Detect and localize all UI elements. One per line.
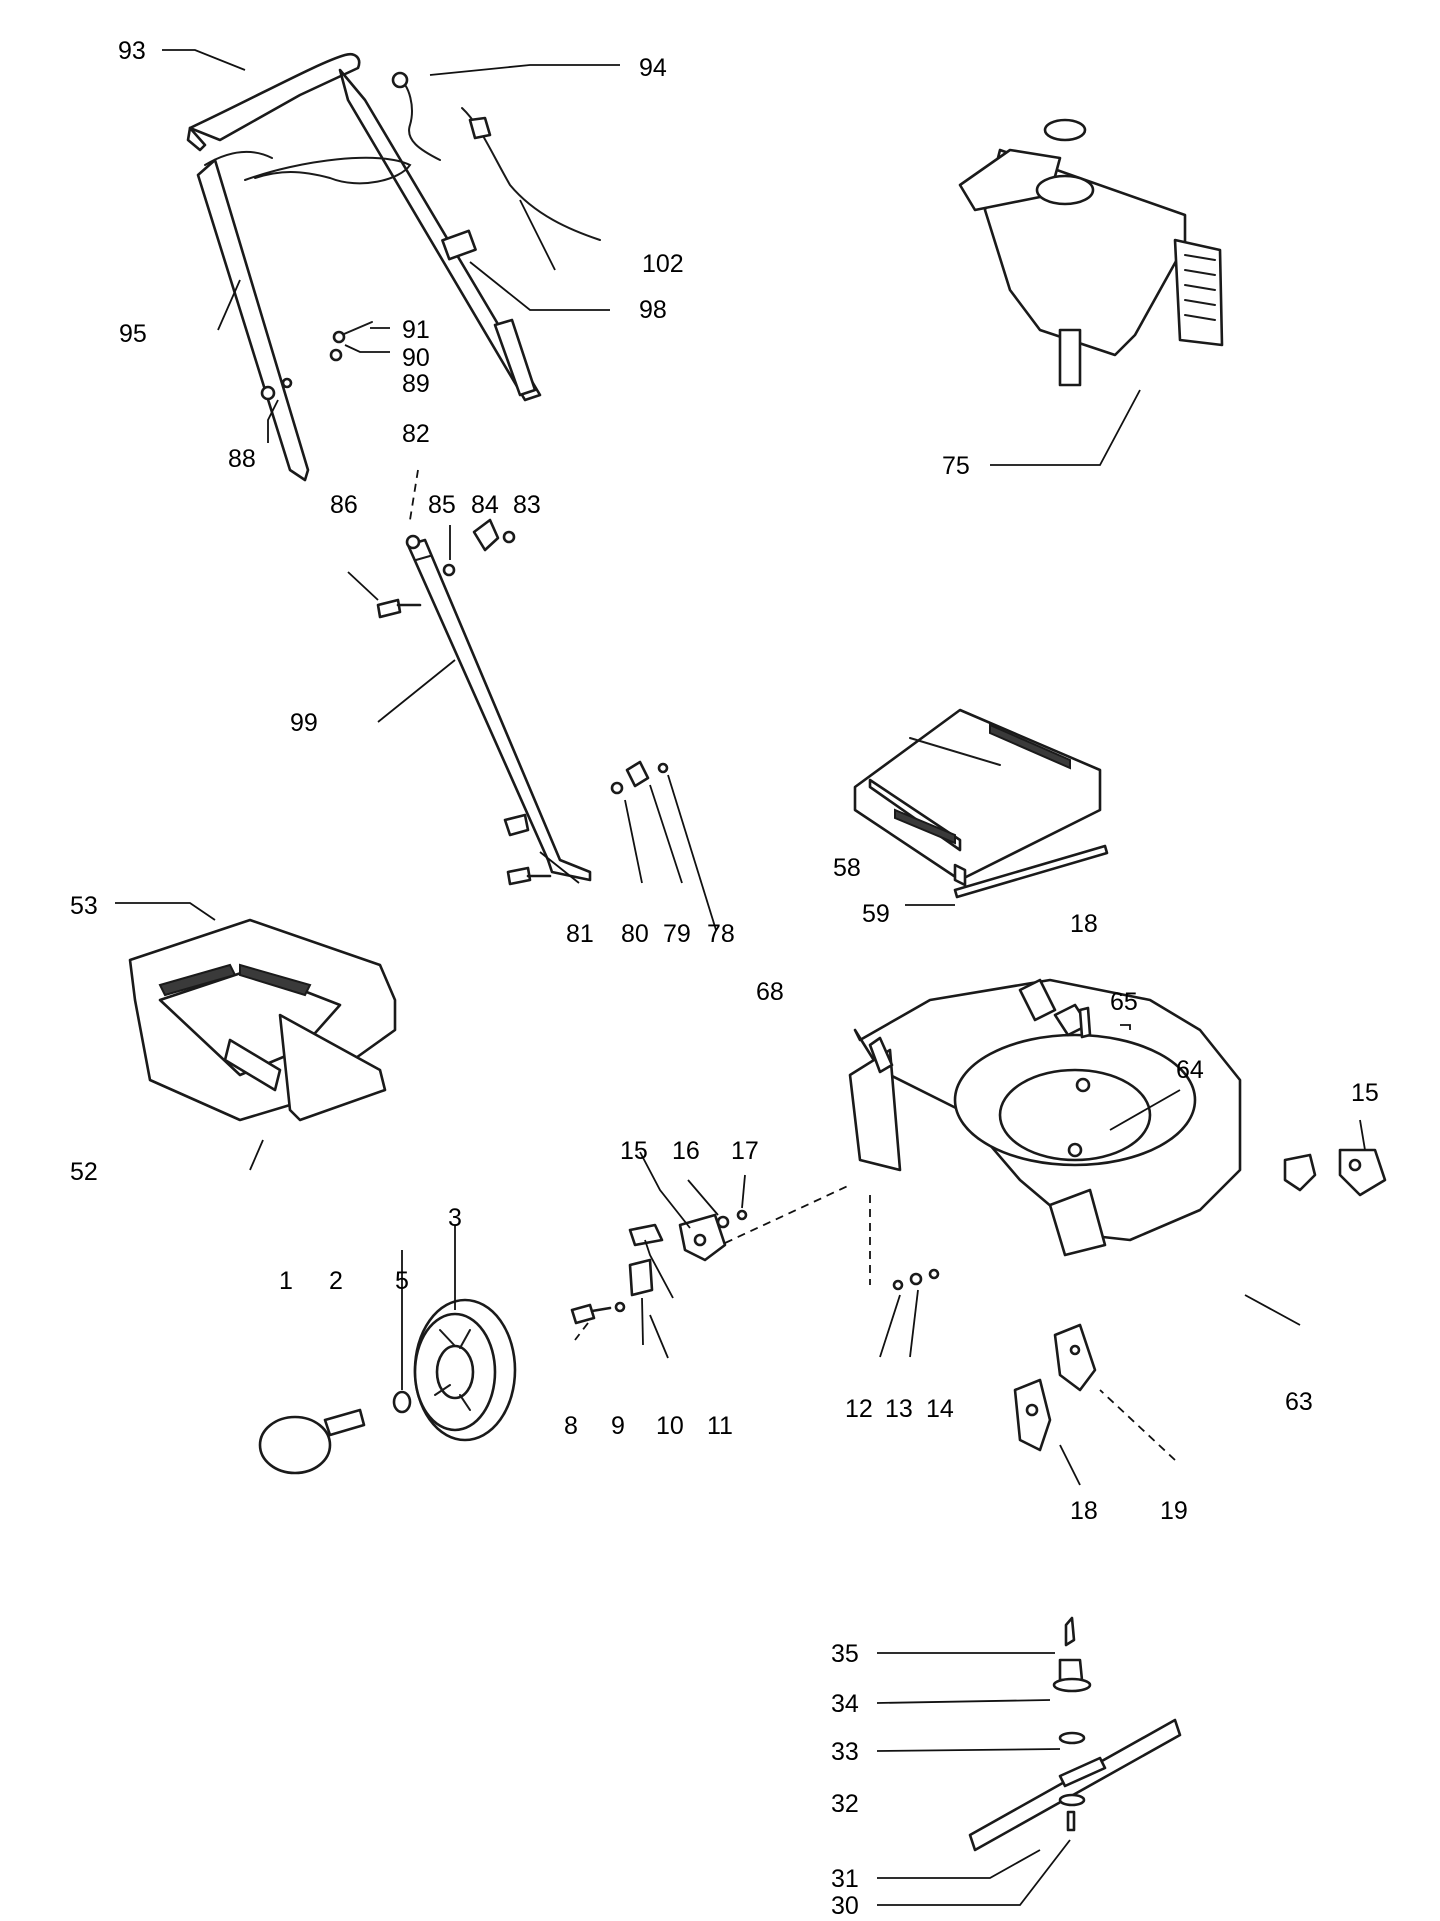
callout-31: 31 <box>831 1865 859 1893</box>
callout-95: 95 <box>119 320 147 348</box>
deck-brackets-15 <box>1283 1148 1387 1197</box>
callout-79: 79 <box>663 920 691 948</box>
wheel-assembly <box>258 1298 517 1475</box>
callout-65: 65 <box>1110 988 1138 1016</box>
handle-fasteners-82-86 <box>376 518 669 886</box>
callout-85: 85 <box>428 491 456 519</box>
grass-bag-rod <box>953 844 1109 899</box>
side-fasteners-16-17 <box>716 1209 748 1229</box>
callout-15-side: 15 <box>620 1137 648 1165</box>
callout-84: 84 <box>471 491 499 519</box>
callout-59: 59 <box>862 900 890 928</box>
callout-68: 68 <box>756 978 784 1006</box>
callout-19: 19 <box>1160 1497 1188 1525</box>
callout-52: 52 <box>70 1158 98 1186</box>
callout-12: 12 <box>845 1395 873 1423</box>
cable-94 <box>391 71 441 161</box>
callout-86: 86 <box>330 491 358 519</box>
callout-80: 80 <box>621 920 649 948</box>
callout-11: 11 <box>707 1412 733 1440</box>
callout-30: 30 <box>831 1892 859 1920</box>
callout-18-lid: 18 <box>1070 910 1098 938</box>
callout-10: 10 <box>656 1412 684 1440</box>
callout-88: 88 <box>228 445 256 473</box>
handle-fasteners-89-91 <box>260 321 373 401</box>
callout-75: 75 <box>942 452 970 480</box>
cable-102 <box>461 107 601 241</box>
callout-18-deck: 18 <box>1070 1497 1098 1525</box>
callout-82: 82 <box>402 420 430 448</box>
grass-bag <box>128 918 397 1122</box>
callout-63: 63 <box>1285 1388 1313 1416</box>
callout-94: 94 <box>639 54 667 82</box>
deck-bracket-19 <box>1053 1323 1097 1392</box>
callout-81: 81 <box>566 920 594 948</box>
callout-53: 53 <box>70 892 98 920</box>
side-bracket-15 <box>678 1213 727 1262</box>
deck-fasteners-65 <box>1075 1006 1092 1093</box>
deck-washers-12-14 <box>892 1268 940 1291</box>
callout-32: 32 <box>831 1790 859 1818</box>
callout-93: 93 <box>118 37 146 65</box>
leader-lines <box>115 49 1366 1906</box>
callout-8: 8 <box>564 1412 578 1440</box>
mower-deck <box>848 978 1242 1257</box>
callout-102: 102 <box>642 250 684 278</box>
callout-35: 35 <box>831 1640 859 1668</box>
callout-2: 2 <box>329 1267 343 1295</box>
callout-91: 91 <box>402 316 430 344</box>
callout-33: 33 <box>831 1738 859 1766</box>
callout-14: 14 <box>926 1395 954 1423</box>
callout-labels: 93 94 95 98 102 91 90 89 88 82 86 85 84 … <box>70 37 1379 1920</box>
callout-78: 78 <box>707 920 735 948</box>
callout-89: 89 <box>402 370 430 398</box>
callout-5: 5 <box>395 1267 409 1295</box>
callout-17: 17 <box>731 1137 759 1165</box>
callout-9: 9 <box>611 1412 625 1440</box>
callout-15-right: 15 <box>1351 1079 1379 1107</box>
height-adjuster-10-11 <box>628 1223 664 1297</box>
callout-1: 1 <box>279 1267 293 1295</box>
callout-13: 13 <box>885 1395 913 1423</box>
callout-98: 98 <box>639 296 667 324</box>
lower-handle <box>405 534 592 882</box>
blade-assembly <box>968 1616 1182 1852</box>
callout-64: 64 <box>1176 1056 1204 1084</box>
callout-3: 3 <box>448 1204 462 1232</box>
callout-90: 90 <box>402 344 430 372</box>
callout-58: 58 <box>833 854 861 882</box>
deck-bracket-18 <box>1013 1378 1052 1452</box>
callout-34: 34 <box>831 1690 859 1718</box>
callout-16: 16 <box>672 1137 700 1165</box>
grass-bag-lid <box>853 708 1102 887</box>
upper-handle <box>186 52 542 482</box>
axle-bolt-8-9 <box>570 1301 626 1325</box>
callout-83: 83 <box>513 491 541 519</box>
engine <box>958 118 1224 387</box>
callout-99: 99 <box>290 709 318 737</box>
